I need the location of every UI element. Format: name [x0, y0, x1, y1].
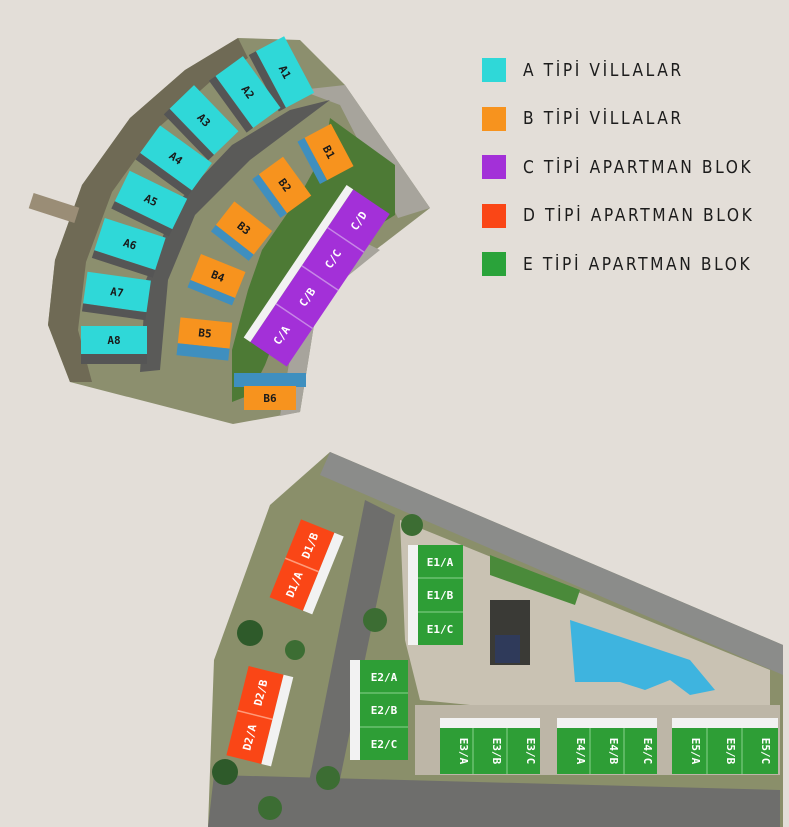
legend-item-d: D TİPİ APARTMAN BLOK — [482, 203, 782, 228]
villa-a6: A6 — [91, 217, 166, 278]
block-e4-a-label: E4/A — [574, 738, 587, 765]
block-d2-b-label: D2/B — [252, 678, 271, 707]
legend-item-a: A TİPİ VİLLALAR — [482, 58, 782, 82]
block-d2: D2/A D2/B — [226, 666, 294, 767]
legend: A TİPİ VİLLALAR B TİPİ VİLLALAR C TİPİ A… — [482, 58, 782, 301]
jetty — [28, 192, 80, 224]
blocks-e: E1/A E1/B E1/C E2/A E2/B E2/C E3/A E3/B … — [350, 545, 778, 774]
block-e1: E1/A E1/B E1/C — [408, 545, 463, 645]
villa-b1: B1 — [297, 123, 354, 184]
villa-a7-label: A7 — [109, 285, 124, 300]
block-e2-a-label: E2/A — [371, 671, 398, 684]
villa-b3: B3 — [210, 201, 273, 261]
lower-road — [280, 240, 380, 416]
blocks-c: C/A C/B C/C C/D — [243, 184, 390, 367]
villa-b6-label: B6 — [263, 392, 277, 405]
legend-swatch-c — [482, 155, 506, 179]
coastal-road — [320, 452, 783, 675]
villa-b4-label: B4 — [209, 268, 227, 285]
blocks-d: D1/A D1/B D2/A D2/B — [226, 519, 344, 767]
villa-a8-label: A8 — [107, 334, 120, 347]
swimming-pool — [570, 620, 715, 695]
villa-b3-label: B3 — [234, 219, 252, 237]
legend-label-b: B TİPİ VİLLALAR — [523, 108, 684, 129]
block-e3: E3/A E3/B E3/C — [440, 718, 540, 774]
villa-b6: B6 — [234, 373, 306, 410]
villa-b2-label: B2 — [275, 176, 293, 194]
block-e2-c-label: E2/C — [371, 738, 398, 751]
villa-a7: A7 — [81, 271, 151, 321]
block-e3-c-label: E3/C — [524, 738, 537, 765]
block-e3-b-label: E3/B — [490, 738, 503, 765]
villa-a2: A2 — [208, 56, 281, 133]
lower-parking — [208, 775, 780, 827]
villa-a2-label: A2 — [238, 83, 256, 101]
legend-label-d: D TİPİ APARTMAN BLOK — [523, 205, 755, 226]
villa-a1: A1 — [248, 36, 315, 112]
tree — [237, 620, 263, 646]
legend-label-c: C TİPİ APARTMAN BLOK — [523, 156, 754, 178]
tree — [258, 796, 282, 820]
legend-label-e: E TİPİ APARTMAN BLOK — [523, 253, 753, 275]
clubhouse-solar — [495, 635, 520, 663]
villa-a6-label: A6 — [122, 236, 139, 253]
villa-a5-label: A5 — [142, 192, 160, 209]
villas-a: A1 A2 A3 A4 A5 A6 A7 A8 — [81, 36, 315, 364]
villa-b4: B4 — [187, 254, 246, 306]
villa-b5-label: B5 — [198, 326, 213, 340]
legend-label-a: A TİPİ VİLLALAR — [523, 59, 684, 81]
villa-a1-label: A1 — [276, 63, 294, 81]
block-e3-a-label: E3/A — [457, 738, 470, 765]
block-e2-b-label: E2/B — [371, 704, 398, 717]
tree — [401, 514, 423, 536]
villa-b5: B5 — [176, 317, 233, 361]
villa-a5: A5 — [111, 170, 188, 237]
parking-road — [300, 500, 395, 827]
legend-item-c: C TİPİ APARTMAN BLOK — [482, 155, 782, 179]
block-e4-c-label: E4/C — [641, 738, 654, 765]
block-e4-b-label: E4/B — [607, 738, 620, 765]
legend-item-e: E TİPİ APARTMAN BLOK — [482, 252, 782, 276]
legend-swatch-a — [482, 58, 506, 82]
block-e1-c-label: E1/C — [427, 623, 454, 636]
tree — [363, 608, 387, 632]
block-d1: D1/A D1/B — [269, 519, 344, 615]
block-e5-a-label: E5/A — [689, 738, 702, 765]
tree — [316, 766, 340, 790]
villa-a8: A8 — [81, 326, 147, 364]
villas-b: B1 B2 B3 B4 B5 B6 — [176, 123, 354, 410]
block-e1-b-label: E1/B — [427, 589, 454, 602]
legend-swatch-d — [482, 203, 506, 228]
villa-b2: B2 — [252, 156, 312, 218]
block-d2-a-label: D2/A — [240, 723, 259, 752]
legend-swatch-e — [482, 252, 506, 276]
block-e5-c-label: E5/C — [759, 738, 772, 765]
tree — [212, 759, 238, 785]
tree — [285, 640, 305, 660]
rocky-edge — [48, 38, 248, 382]
block-e5-b-label: E5/B — [724, 738, 737, 765]
legend-item-b: B TİPİ VİLLALAR — [482, 106, 782, 131]
villa-b1-label: B1 — [320, 143, 338, 161]
main-road-curve — [140, 100, 330, 372]
block-e4: E4/A E4/B E4/C — [557, 718, 657, 774]
block-e1-a-label: E1/A — [427, 556, 454, 569]
legend-swatch-b — [482, 106, 506, 131]
villa-a3: A3 — [163, 85, 239, 161]
block-e2: E2/A E2/B E2/C — [350, 660, 408, 760]
villa-a4: A4 — [135, 125, 212, 198]
lawn-strip — [490, 555, 580, 605]
block-e5: E5/A E5/B E5/C — [672, 718, 778, 774]
